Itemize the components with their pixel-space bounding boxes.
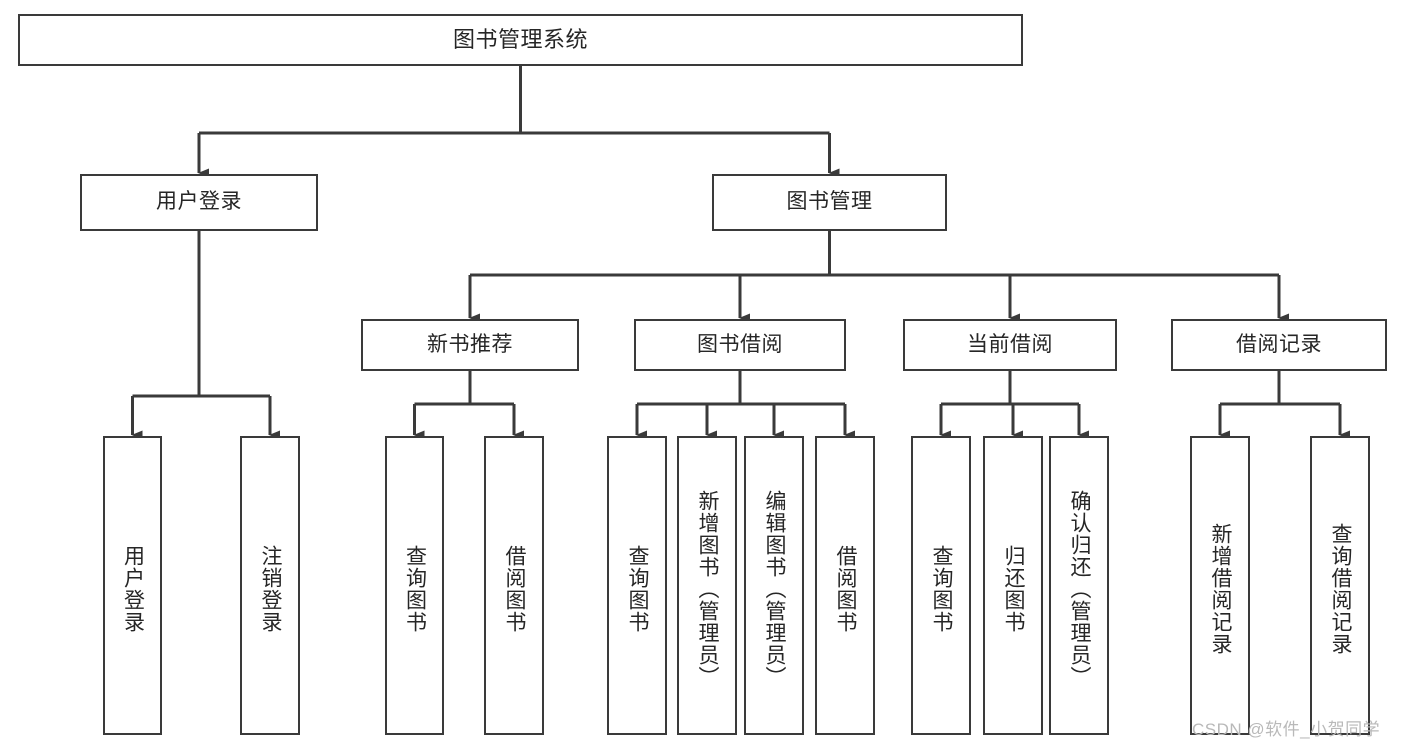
node-login[interactable]: 用户登录	[80, 174, 318, 231]
node-label: 确认归还（管理员）	[1068, 489, 1092, 688]
node-newbook[interactable]: 新书推荐	[361, 319, 579, 371]
elbow-current	[939, 371, 1089, 440]
node-root[interactable]: 图书管理系统	[18, 14, 1023, 66]
node-leaf6[interactable]: 新增图书（管理员）	[677, 436, 737, 735]
node-label: 查询图书	[403, 544, 427, 633]
elbow-bookmgmt	[468, 231, 1289, 323]
node-leaf9[interactable]: 查询图书	[911, 436, 971, 735]
node-label: 借阅图书	[503, 544, 527, 633]
node-records[interactable]: 借阅记录	[1171, 319, 1387, 371]
node-label: 图书管理	[786, 190, 873, 214]
node-label: 图书管理系统	[452, 27, 588, 53]
node-label: 查询图书	[626, 544, 650, 633]
node-leaf8[interactable]: 借阅图书	[815, 436, 875, 735]
node-label: 当前借阅	[967, 332, 1053, 356]
node-label: 新书推荐	[427, 332, 513, 356]
node-leaf13[interactable]: 查询借阅记录	[1310, 436, 1370, 735]
node-label: 用户登录	[121, 544, 145, 633]
elbow-root	[197, 66, 840, 178]
node-bookmgmt[interactable]: 图书管理	[712, 174, 947, 231]
node-label: 归还图书	[1002, 544, 1026, 633]
node-leaf1[interactable]: 用户登录	[103, 436, 162, 735]
elbow-login	[131, 231, 280, 440]
csdn-watermark: CSDN @软件_小贺同学	[1192, 720, 1381, 739]
node-borrow[interactable]: 图书借阅	[634, 319, 846, 371]
elbow-records	[1218, 371, 1350, 440]
node-label: 注销登录	[259, 544, 283, 633]
elbow-borrow	[635, 371, 855, 440]
node-label: 新增借阅记录	[1209, 522, 1233, 655]
node-label: 图书借阅	[697, 332, 783, 356]
node-label: 查询借阅记录	[1329, 522, 1353, 655]
node-current[interactable]: 当前借阅	[903, 319, 1117, 371]
node-label: 借阅图书	[834, 544, 858, 633]
node-leaf7[interactable]: 编辑图书（管理员）	[744, 436, 804, 735]
edges-group	[131, 66, 1350, 440]
node-leaf4[interactable]: 借阅图书	[484, 436, 544, 735]
node-label: 编辑图书（管理员）	[763, 489, 787, 688]
elbow-newbook	[413, 371, 524, 440]
node-leaf2[interactable]: 注销登录	[240, 436, 300, 735]
node-leaf11[interactable]: 确认归还（管理员）	[1049, 436, 1109, 735]
node-leaf10[interactable]: 归还图书	[983, 436, 1043, 735]
node-label: 查询图书	[930, 544, 954, 633]
node-leaf12[interactable]: 新增借阅记录	[1190, 436, 1250, 735]
node-leaf5[interactable]: 查询图书	[607, 436, 667, 735]
node-label: 借阅记录	[1236, 332, 1322, 356]
node-label: 新增图书（管理员）	[696, 489, 720, 688]
node-label: 用户登录	[156, 190, 242, 214]
node-leaf3[interactable]: 查询图书	[385, 436, 444, 735]
